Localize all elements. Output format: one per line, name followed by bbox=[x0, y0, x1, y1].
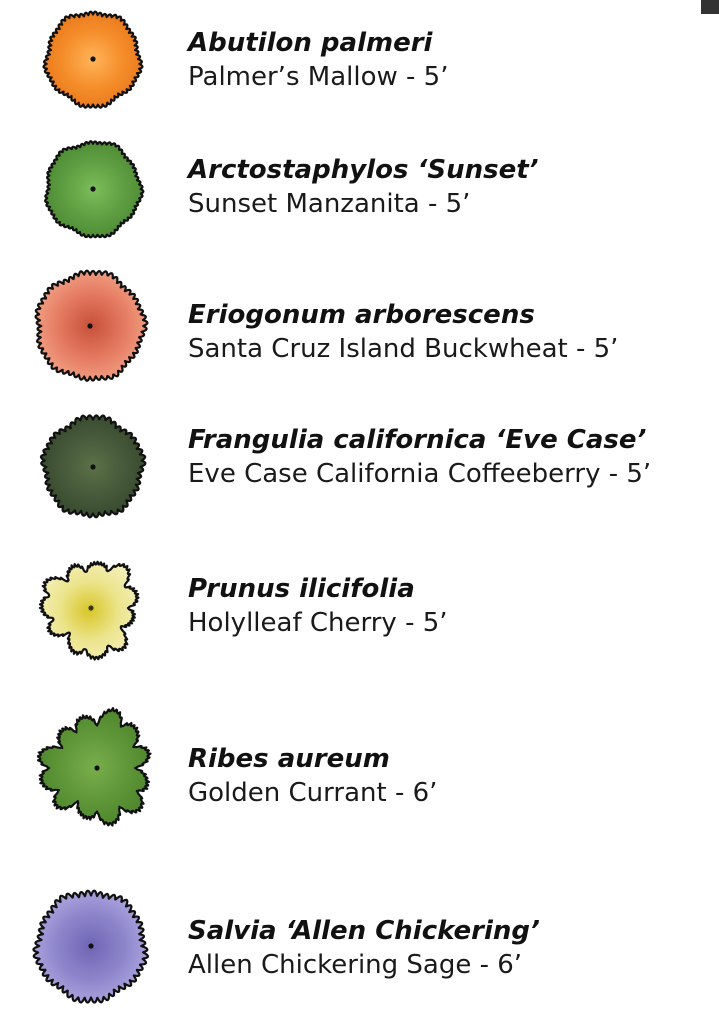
common-name-height: Palmer’s Mallow - 5’ bbox=[188, 60, 448, 94]
scientific-name: Prunus ilicifolia bbox=[188, 572, 448, 606]
common-name-height: Santa Cruz Island Buckwheat - 5’ bbox=[188, 332, 618, 366]
purple-shrub-symbol-icon bbox=[26, 876, 156, 1012]
common-name-height: Holylleaf Cherry - 5’ bbox=[188, 606, 448, 640]
plant-label: Frangulia californica ‘Eve Case’ Eve Cas… bbox=[188, 423, 651, 491]
scientific-name: Arctostaphylos ‘Sunset’ bbox=[188, 153, 539, 187]
plant-label: Abutilon palmeri Palmer’s Mallow - 5’ bbox=[188, 26, 448, 94]
center-dot bbox=[88, 605, 93, 610]
plant-label: Ribes aureum Golden Currant - 6’ bbox=[188, 742, 437, 810]
scientific-name: Ribes aureum bbox=[188, 742, 437, 776]
scientific-name: Abutilon palmeri bbox=[188, 26, 448, 60]
scientific-name: Eriogonum arborescens bbox=[188, 298, 618, 332]
shrub-outline bbox=[38, 708, 151, 825]
scientific-name: Salvia ‘Allen Chickering’ bbox=[188, 914, 540, 948]
common-name-height: Sunset Manzanita - 5’ bbox=[188, 187, 539, 221]
center-dot bbox=[90, 56, 95, 61]
orange-shrub-symbol-icon bbox=[38, 4, 148, 114]
scientific-name: Frangulia californica ‘Eve Case’ bbox=[188, 423, 651, 457]
plant-label: Arctostaphylos ‘Sunset’ Sunset Manzanita… bbox=[188, 153, 539, 221]
plant-label: Eriogonum arborescens Santa Cruz Island … bbox=[188, 298, 618, 366]
corner-mark bbox=[701, 0, 719, 14]
lobed-green-shrub-symbol-icon bbox=[26, 702, 166, 838]
common-name-height: Allen Chickering Sage - 6’ bbox=[188, 948, 540, 982]
common-name-height: Eve Case California Coffeeberry - 5’ bbox=[188, 457, 651, 491]
shrub-outline bbox=[40, 562, 138, 660]
center-dot bbox=[87, 323, 92, 328]
center-dot bbox=[88, 943, 93, 948]
plant-label: Prunus ilicifolia Holylleaf Cherry - 5’ bbox=[188, 572, 448, 640]
center-dot bbox=[94, 765, 99, 770]
center-dot bbox=[90, 186, 95, 191]
center-dot bbox=[90, 464, 95, 469]
green-shrub-symbol-icon bbox=[38, 134, 148, 244]
dark-green-shrub-symbol-icon bbox=[34, 408, 152, 526]
common-name-height: Golden Currant - 6’ bbox=[188, 776, 437, 810]
plant-label: Salvia ‘Allen Chickering’ Allen Chickeri… bbox=[188, 914, 540, 982]
pale-yellow-shrub-symbol-icon bbox=[26, 546, 156, 674]
salmon-shrub-symbol-icon bbox=[28, 264, 152, 388]
